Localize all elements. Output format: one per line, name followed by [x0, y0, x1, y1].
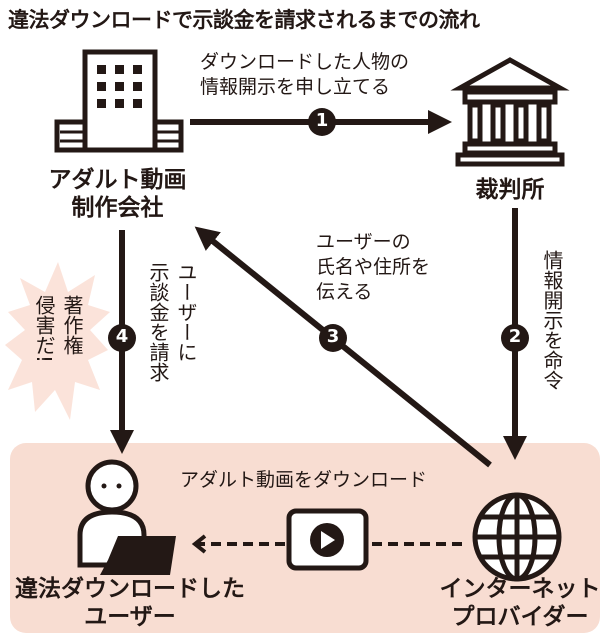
- user-label-line1: 違法ダウンロードした: [15, 576, 245, 602]
- company-label: アダルト動画 制作会社: [30, 166, 205, 222]
- courthouse-icon: [450, 57, 570, 167]
- step-3-badge: [319, 324, 347, 352]
- arrow-3: [194, 226, 492, 468]
- step-3-line2: 氏名や住所を: [316, 256, 431, 278]
- step-2-text: 情報開示を命令: [540, 250, 564, 390]
- isp-label: インターネット プロバイダー: [425, 575, 610, 631]
- step-3-line1: ユーザーの: [316, 231, 411, 253]
- laptop-icon: [100, 536, 176, 575]
- isp-label-line2: プロバイダー: [451, 604, 589, 630]
- court-label: 裁判所: [475, 177, 545, 203]
- building-icon: [54, 49, 184, 153]
- download-arrowhead: [191, 534, 207, 554]
- globe-icon: [472, 492, 562, 582]
- step-4-text: ユーザーに示談金を請求: [144, 262, 200, 382]
- step-4-badge: [108, 324, 136, 352]
- download-label: アダルト動画をダウンロード: [180, 469, 428, 491]
- step-3-line3: 伝える: [316, 281, 373, 303]
- burst-line1: 著作権: [60, 295, 84, 355]
- step-1-badge: [308, 108, 336, 136]
- step-4-line1: ユーザーに: [174, 262, 198, 362]
- step-2-number: 2: [508, 326, 522, 347]
- step-1-number: 1: [315, 110, 329, 131]
- step-2-badge: [501, 324, 529, 352]
- starburst-shape: [5, 262, 110, 420]
- step-4-number: 4: [115, 326, 129, 347]
- company-label-line1: アダルト動画: [48, 167, 187, 193]
- step-4-line2: 示談金を請求: [146, 262, 170, 382]
- step-3-text: ユーザーの 氏名や住所を 伝える: [316, 230, 430, 305]
- company-label-line2: 制作会社: [71, 195, 164, 221]
- burst-line2: 侵害だ!: [32, 295, 56, 364]
- isp-label-line1: インターネット: [439, 576, 601, 602]
- step-1-line1: ダウンロードした人物の: [200, 51, 410, 73]
- user-label-line2: ユーザー: [84, 604, 176, 630]
- user-label: 違法ダウンロードした ユーザー: [5, 575, 255, 631]
- step-3-number: 3: [326, 326, 340, 347]
- page-title: 違法ダウンロードで示談金を請求されるまでの流れ: [8, 8, 480, 32]
- step-1-line2: 情報開示を申し立てる: [200, 76, 391, 98]
- step-1-text: ダウンロードした人物の 情報開示を申し立てる: [200, 50, 409, 100]
- video-icon: [286, 508, 369, 571]
- burst-text: 著作権侵害だ!: [30, 295, 86, 363]
